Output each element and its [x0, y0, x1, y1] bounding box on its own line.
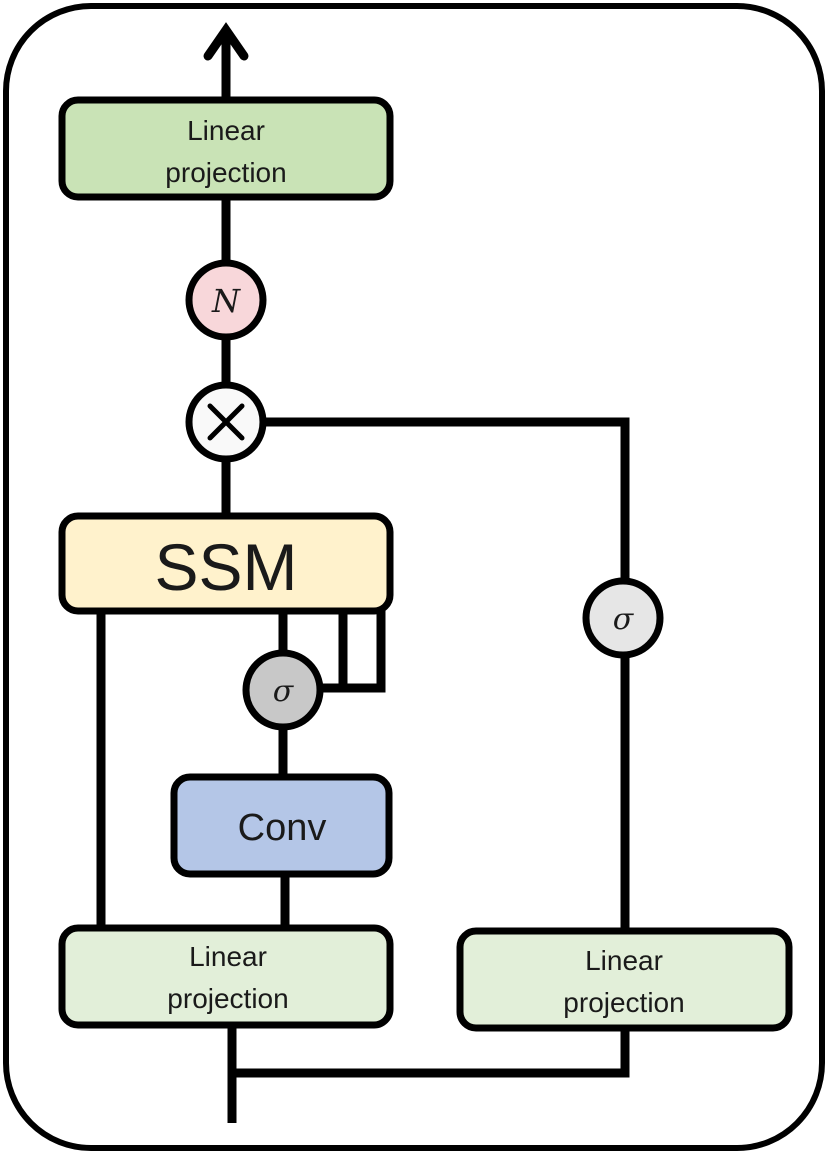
output-linear-projection: Linear projection [58, 96, 394, 201]
input-linear-projection-left: Linear projection [58, 924, 394, 1029]
right-proj-line2: projection [563, 987, 684, 1018]
edge-input-to-rightproj [232, 1028, 630, 1078]
conv-block: Conv [170, 773, 393, 878]
multiply-icon [207, 403, 245, 441]
sigma-gate-node: σ [582, 577, 664, 659]
left-proj-line2: projection [167, 983, 288, 1014]
output-proj-line1: Linear [187, 115, 265, 146]
multiply-node [185, 381, 267, 463]
sigma-inner-node: σ [242, 649, 324, 731]
norm-node: N [185, 259, 267, 341]
sigma-inner-symbol: σ [273, 674, 295, 709]
output-proj-line2: projection [165, 157, 286, 188]
input-linear-projection-right: Linear projection [456, 927, 793, 1032]
left-proj-line1: Linear [189, 941, 267, 972]
conv-label: Conv [238, 807, 327, 849]
output-arrow-head [203, 22, 249, 61]
norm-symbol: N [211, 282, 241, 320]
ssm-block: SSM [58, 512, 394, 615]
ssm-label: SSM [154, 530, 297, 604]
sigma-gate-symbol: σ [613, 602, 635, 637]
edge-gate-to-mult [262, 417, 630, 590]
right-proj-line1: Linear [585, 945, 663, 976]
